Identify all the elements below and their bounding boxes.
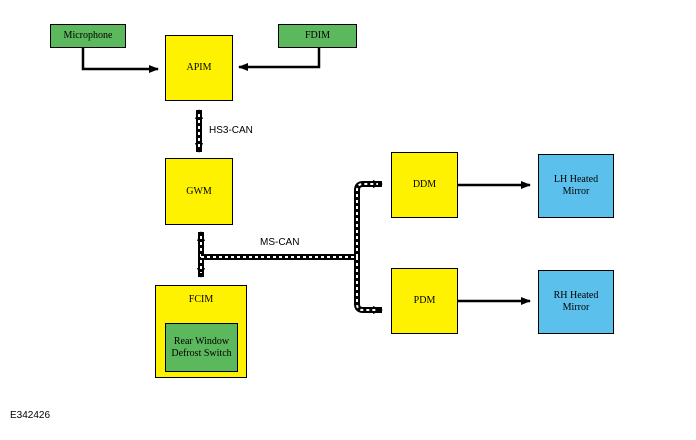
rh-heated-mirror-label: RH Heated Mirror — [553, 290, 599, 313]
apim-module: APIM — [165, 35, 233, 101]
rear-window-defrost-switch: Rear Window Defrost Switch — [165, 323, 238, 372]
fdim-node: FDIM — [278, 24, 357, 48]
fcim-label: FCIM — [188, 294, 214, 305]
lh-heated-mirror-label: LH Heated Mirror — [553, 174, 599, 197]
microphone-label: Microphone — [63, 30, 113, 41]
apim-label: APIM — [186, 62, 212, 73]
pdm-module: PDM — [391, 268, 458, 334]
ms-can-label: MS-CAN — [260, 237, 300, 248]
fdim-to-apim-wire — [238, 48, 321, 71]
gwm-label: GWM — [186, 185, 212, 197]
ddm-module: DDM — [391, 152, 458, 218]
ddm-label: DDM — [412, 179, 437, 190]
microphone-to-apim-wire — [81, 48, 159, 73]
microphone-node: Microphone — [50, 24, 126, 48]
gwm-module: GWM — [165, 158, 233, 225]
ms-can-bus — [197, 180, 383, 314]
hs3-can-label: HS3-CAN — [209, 125, 253, 136]
rh-heated-mirror: RH Heated Mirror — [538, 270, 614, 334]
figure-id: E342426 — [10, 410, 51, 421]
lh-heated-mirror: LH Heated Mirror — [538, 154, 614, 218]
rear-window-defrost-switch-label: Rear Window Defrost Switch — [171, 335, 232, 359]
pdm-label: PDM — [413, 295, 436, 306]
fdim-label: FDIM — [304, 30, 330, 41]
